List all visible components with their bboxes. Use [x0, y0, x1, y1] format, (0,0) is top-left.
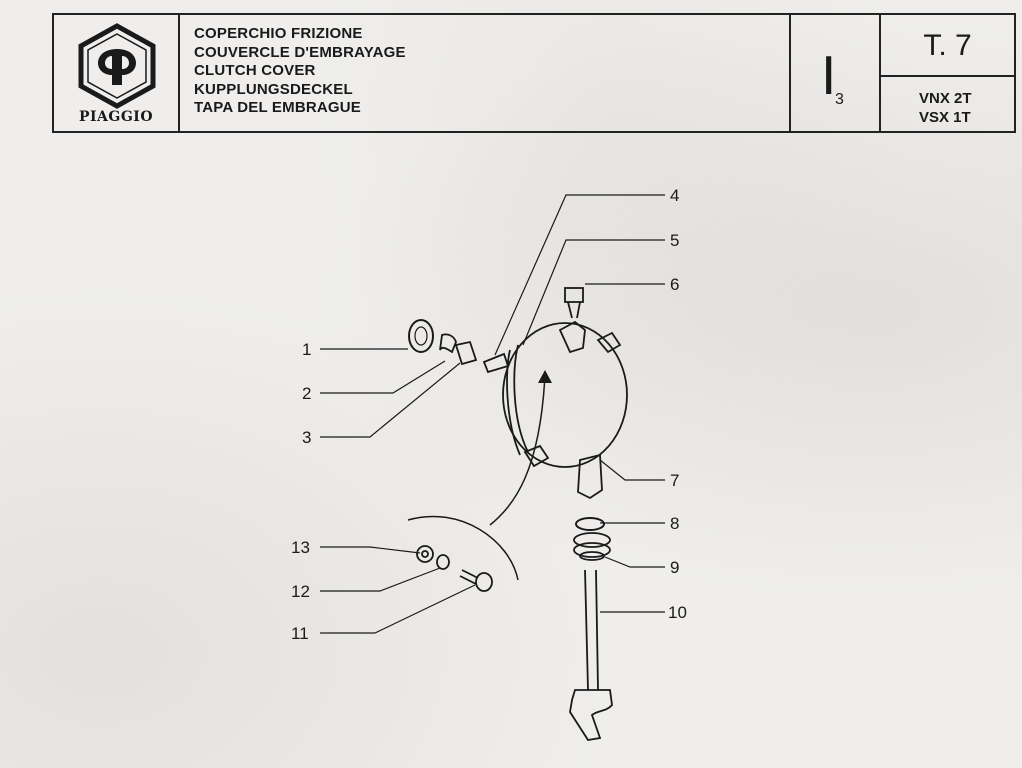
- callout-1: 1: [302, 340, 312, 359]
- part-8-oring: [575, 517, 605, 531]
- leader-2: [320, 360, 446, 394]
- brand-name: PIAGGIO: [78, 109, 154, 125]
- callout-10: 10: [668, 603, 687, 622]
- table-number: T. 7: [881, 15, 1014, 77]
- callout-4: 4: [670, 186, 680, 205]
- part-6-plug: [564, 287, 584, 319]
- leader-12: [320, 567, 441, 592]
- callout-9: 9: [670, 558, 680, 577]
- part-11-bolt: [459, 569, 493, 592]
- callout-8: 8: [670, 514, 680, 533]
- leader-4: [494, 194, 665, 356]
- logo-cell: PIAGGIO: [54, 15, 180, 131]
- section-letter: I: [821, 47, 837, 107]
- part-13-washer: [416, 545, 434, 563]
- reference-arc: [407, 515, 519, 581]
- part-1-seal-ring: [408, 319, 434, 353]
- part-cover-body: [502, 320, 628, 500]
- callout-11: 11: [291, 624, 309, 643]
- leader-11: [320, 584, 476, 634]
- part-12-washer: [436, 554, 450, 570]
- piaggio-logo-icon: [78, 23, 156, 109]
- title-es: TAPA DEL EMBRAGUE: [194, 99, 362, 116]
- part-4-bracket: [482, 352, 510, 374]
- callout-12: 12: [291, 582, 310, 601]
- callout-6: 6: [670, 275, 680, 294]
- callout-2: 2: [302, 384, 312, 403]
- section-cell: I 3: [791, 15, 881, 131]
- leader-3: [320, 362, 461, 438]
- part-2-3-bracket: [439, 333, 478, 366]
- title-it: COPERCHIO FRIZIONE: [194, 25, 363, 42]
- callout-13: 13: [291, 538, 310, 557]
- leader-7: [599, 459, 665, 481]
- model-2: VSX 1T: [919, 109, 971, 126]
- section-subscript: 3: [835, 91, 844, 108]
- callout-5: 5: [670, 231, 680, 250]
- title-de: KUPPLUNGSDECKEL: [194, 80, 353, 98]
- title-cell: COPERCHIO FRIZIONE COUVERCLE D'EMBRAYAGE…: [180, 15, 791, 131]
- title-fr: COUVERCLE D'EMBRAYAGE: [194, 43, 406, 61]
- model-1: VNX 2T: [919, 90, 972, 107]
- callout-3: 3: [302, 428, 312, 447]
- title-en: CLUTCH COVER: [194, 62, 316, 79]
- leader-9: [604, 556, 665, 568]
- assembly-arrow: [489, 374, 546, 526]
- model-list: VNX 2T VSX 1T: [919, 89, 972, 127]
- callout-7: 7: [670, 471, 680, 490]
- leader-13: [320, 546, 421, 554]
- leader-5: [522, 239, 665, 346]
- title-block: PIAGGIO COPERCHIO FRIZIONE COUVERCLE D'E…: [52, 13, 1016, 133]
- title-list: COPERCHIO FRIZIONE COUVERCLE D'EMBRAYAGE…: [194, 25, 406, 118]
- part-10-shaft: [569, 569, 613, 741]
- reference-cell: T. 7 VNX 2T VSX 1T: [881, 15, 1014, 131]
- part-9-gear: [573, 532, 611, 561]
